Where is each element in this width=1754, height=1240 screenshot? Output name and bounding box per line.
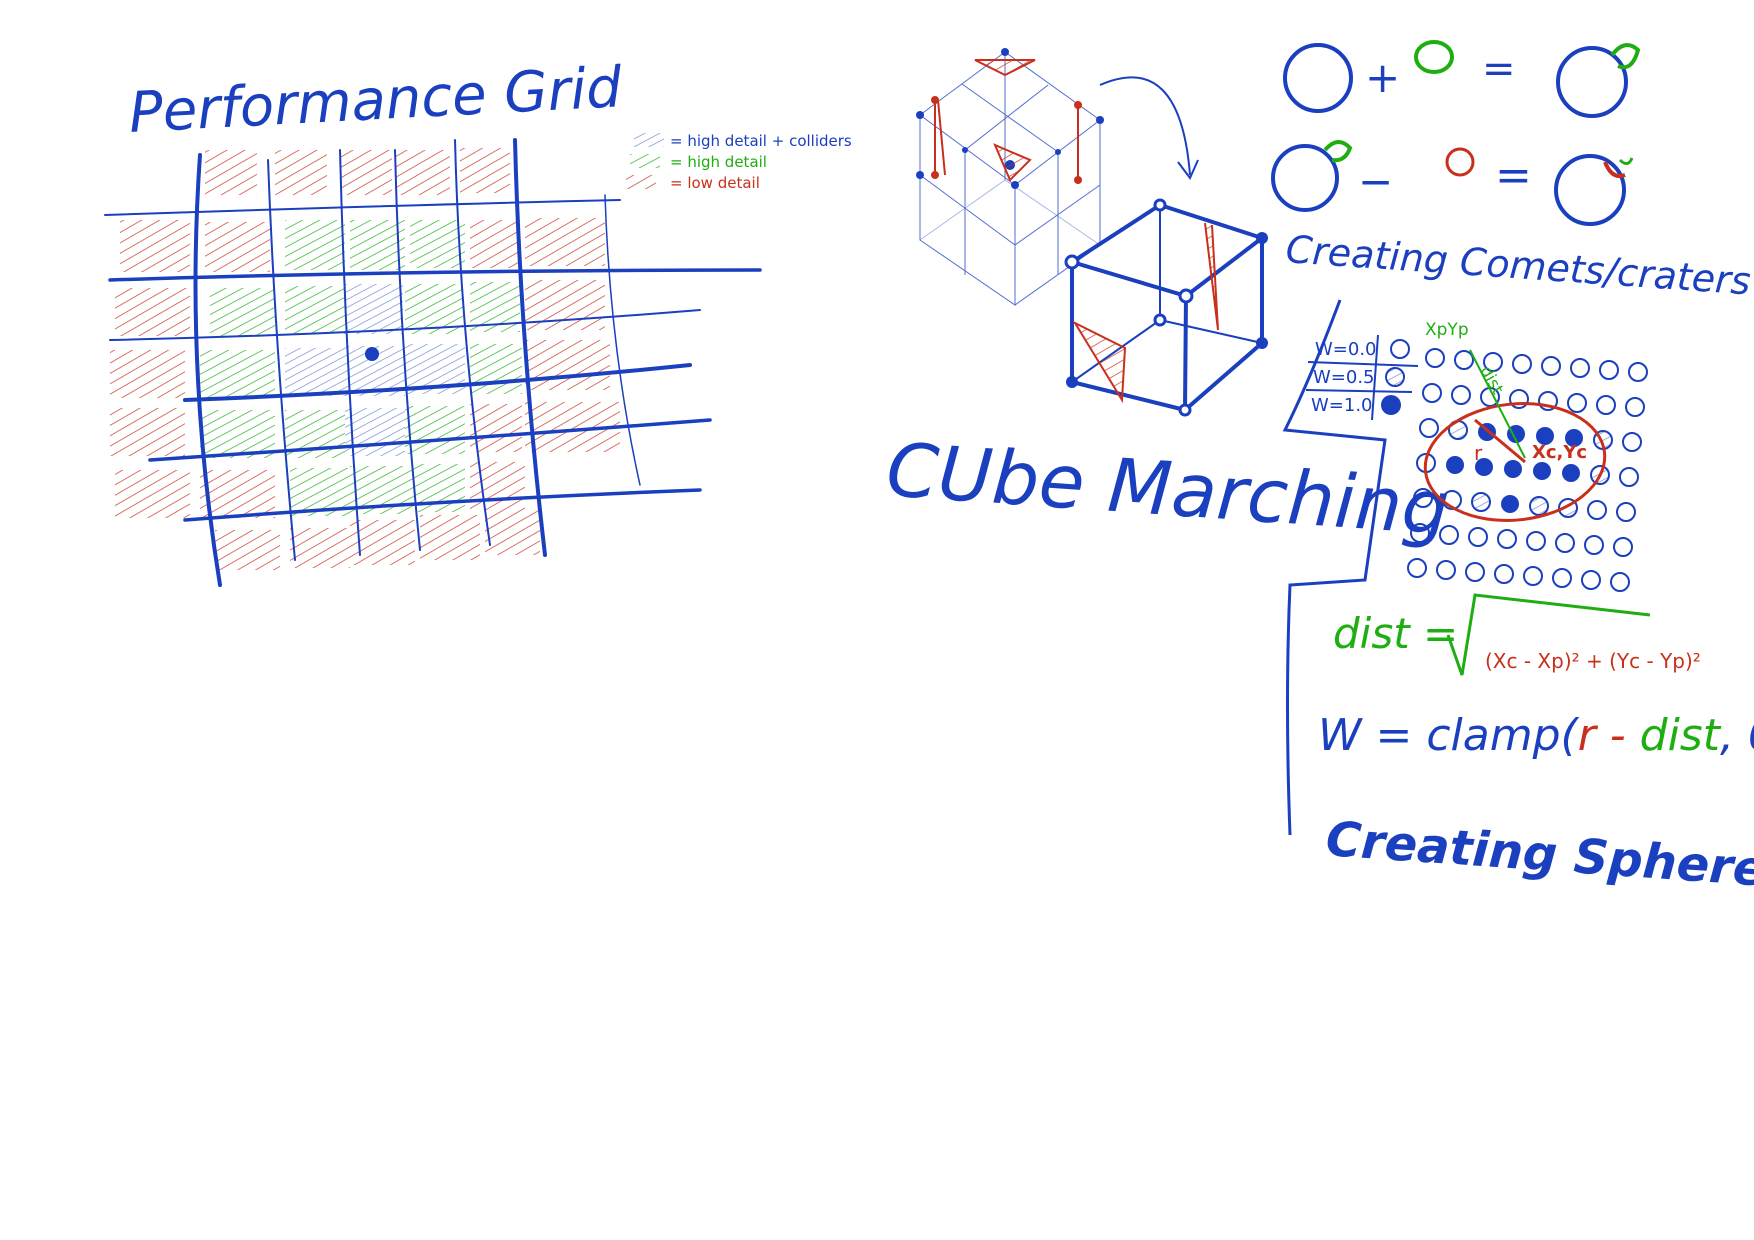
comets-title: Creating Comets/craters (1284, 227, 1752, 303)
performance-grid-title: Performance Grid (127, 55, 623, 146)
grid-legend: = high detail + colliders = high detail … (626, 132, 852, 192)
grid-point (1526, 531, 1546, 551)
grid-point (1529, 496, 1549, 516)
grid-point (1533, 462, 1551, 480)
grid-point (1596, 395, 1616, 415)
grid-point (1555, 533, 1575, 553)
dist-formula-rhs: (Xc - Xp)² + (Yc - Yp)² (1485, 649, 1701, 673)
grid-point (1465, 562, 1485, 582)
grid-point (1616, 502, 1636, 522)
grid-point (1509, 389, 1529, 409)
weight-0: W=0.0 (1315, 339, 1377, 360)
cratered-circle (1554, 154, 1626, 226)
grid-point (1407, 558, 1427, 578)
plus-sign: + (1365, 53, 1400, 102)
grid-point (1451, 385, 1471, 405)
grid-point (1468, 527, 1488, 547)
dist-label: dist (1477, 363, 1508, 398)
weight-formula: W = clamp(r - dist, 0, 1) (1318, 710, 1754, 761)
creating-spheres: W=0.0 W=0.5 W=1.0 r Xc,Yc XpYp dist dist… (1282, 299, 1754, 900)
sphere-point-grid (1407, 348, 1648, 592)
legend-label-low-detail: = low detail (670, 174, 760, 192)
w-formula-r: r (1578, 710, 1599, 761)
equals-sign-1: = (1482, 46, 1516, 92)
w-formula-lhs: W = clamp( (1318, 710, 1580, 761)
grid-point (1581, 570, 1601, 590)
w-formula-rest: , 0, 1) (1720, 710, 1754, 761)
merged-circle (1556, 46, 1628, 118)
performance-grid: Performance Grid (104, 55, 852, 587)
grid-point (1419, 418, 1439, 438)
grid-point (1413, 488, 1433, 508)
grid-point (1475, 458, 1493, 476)
spheres-title: Creating Spheres (1324, 811, 1754, 900)
grid-point (1504, 460, 1522, 478)
section-bracket (1282, 299, 1387, 836)
grid-point (1587, 500, 1607, 520)
weight-05: W=0.5 (1313, 367, 1375, 388)
radius-label: r (1474, 441, 1483, 465)
grid-point (1446, 456, 1464, 474)
grid-point (1483, 352, 1503, 372)
legend-label-high-detail: = high detail (670, 153, 767, 171)
equals-sign-2: = (1495, 150, 1532, 201)
grid-point (1425, 348, 1445, 368)
grid-point (1538, 391, 1558, 411)
grid-point (1619, 467, 1639, 487)
merged-circle-2 (1271, 144, 1339, 212)
sphere-radius-circle (1423, 402, 1607, 522)
voxel-triangles (931, 59, 1082, 184)
grid-point (1471, 492, 1491, 512)
grid-point (1565, 429, 1583, 447)
dist-formula: dist = (Xc - Xp)² + (Yc - Yp)² (1333, 593, 1701, 676)
radius-line (1474, 418, 1526, 464)
grid-point (1439, 525, 1459, 545)
dist-line (1469, 349, 1526, 459)
grid-point (1622, 432, 1642, 452)
grid-point (1562, 464, 1580, 482)
grid-point (1436, 560, 1456, 580)
center-label: Xc,Yc (1532, 442, 1587, 463)
grid-point (1512, 354, 1532, 374)
grid-point (1422, 383, 1442, 403)
grid-point (1497, 529, 1517, 549)
cube-marching: CUbe Marching (884, 48, 1452, 552)
grid-point (1570, 358, 1590, 378)
single-cube (1064, 198, 1268, 417)
transition-arrow (1099, 76, 1191, 176)
grid-point (1541, 356, 1561, 376)
w-formula-minus: - (1596, 710, 1640, 761)
cube-marching-title: CUbe Marching (884, 427, 1452, 552)
grid-point (1523, 566, 1543, 586)
grid-lines (104, 138, 762, 587)
grid-point (1610, 572, 1630, 592)
minus-sign: − (1358, 157, 1393, 206)
grid-point (1628, 362, 1648, 382)
grid-point (1454, 350, 1474, 370)
point-label: XpYp (1425, 320, 1469, 340)
grid-point (1536, 427, 1554, 445)
grid-cells (110, 148, 620, 570)
big-circle (1283, 43, 1353, 113)
dist-formula-lhs: dist = (1333, 609, 1458, 658)
w-formula-dist: dist (1640, 710, 1722, 761)
grid-point (1584, 535, 1604, 555)
player-dot (365, 347, 379, 361)
grid-point (1494, 564, 1514, 584)
grid-point (1613, 537, 1633, 557)
weight-1: W=1.0 (1311, 395, 1373, 416)
grid-point (1625, 397, 1645, 417)
legend-label-high-detail-colliders: = high detail + colliders (670, 132, 852, 150)
grid-point (1552, 568, 1572, 588)
comets-craters: + = − = Creating Comets/craters (1271, 40, 1752, 303)
grid-point (1567, 393, 1587, 413)
svg-text:W = clamp(r - dist, 0, 1): W = clamp(r - dist, 0, 1) (1318, 710, 1754, 761)
weight-legend: W=0.0 W=0.5 W=1.0 (1305, 334, 1419, 421)
grid-point (1410, 523, 1430, 543)
grid-point (1599, 360, 1619, 380)
small-green-circle (1414, 40, 1454, 74)
grid-point (1501, 495, 1519, 513)
small-red-circle (1445, 147, 1475, 177)
